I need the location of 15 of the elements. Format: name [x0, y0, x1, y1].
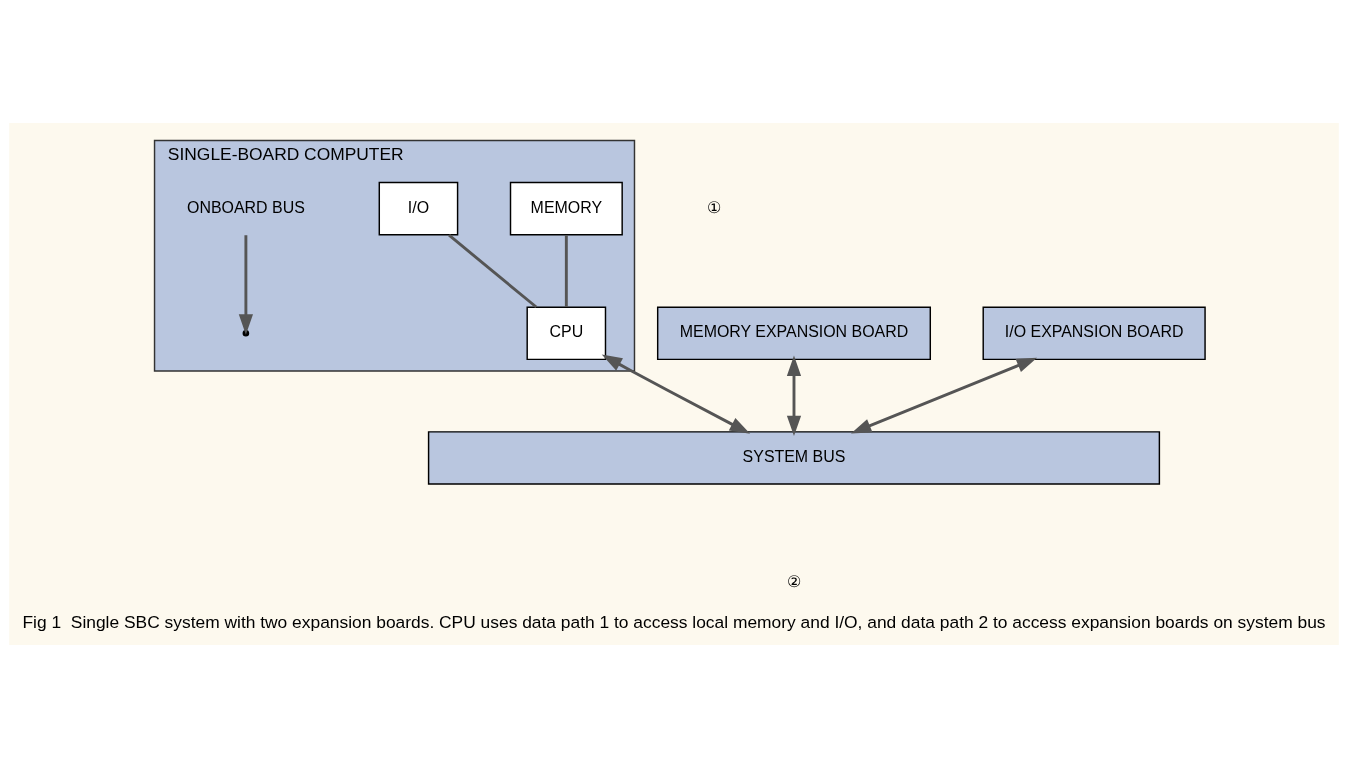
node-box: MEMORY — [509, 181, 623, 235]
arrow — [601, 354, 751, 434]
node-box: SYSTEM BUS — [427, 430, 1161, 485]
arrow — [786, 355, 802, 436]
label: ② — [786, 572, 801, 590]
caption: Fig 1 Single SBC system with two expansion boards. CPU uses data path 1 to access local memory and I/O, and data path 2 to access expansion boards on system bus — [22, 611, 1326, 632]
node-text: ONBOARD BUS — [187, 198, 305, 216]
connector — [564, 234, 568, 307]
connector — [448, 233, 538, 308]
label: ① — [707, 198, 722, 216]
node-box: MEMORY EXPANSION BOARD — [656, 305, 931, 360]
node-box: I/O EXPANSION BOARD — [982, 305, 1206, 360]
node-box: CPU — [526, 305, 607, 360]
node-box: I/O — [378, 181, 459, 235]
arrow — [850, 357, 1038, 433]
